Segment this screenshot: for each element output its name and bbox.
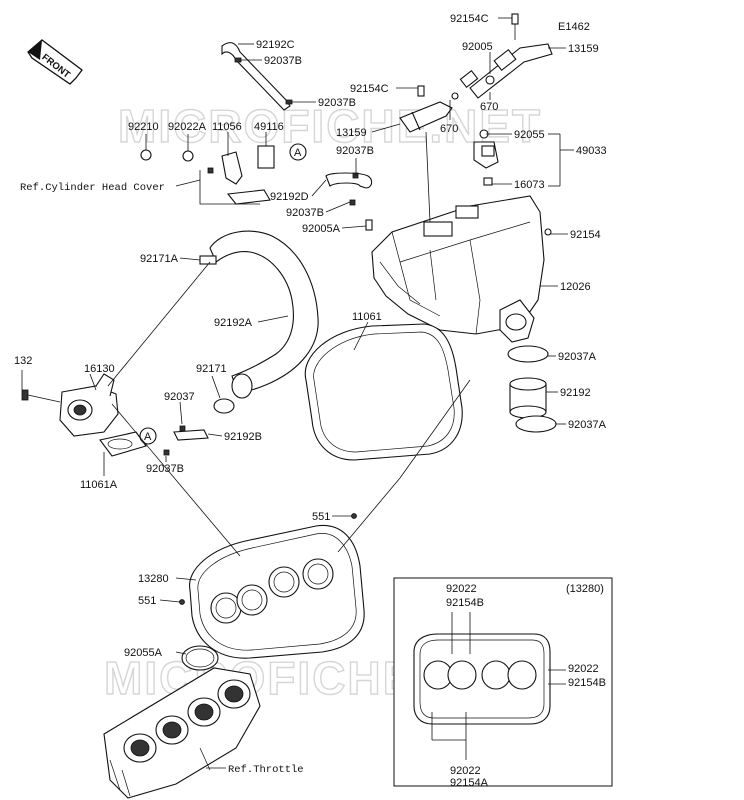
label-551-b: 551	[138, 595, 156, 607]
label-92022A: 92022A	[168, 121, 207, 133]
callout-labels: 92154C 13159 92005 670 92154C 670 13159 …	[14, 13, 607, 789]
front-arrow-icon: FRONT	[27, 39, 83, 85]
label-92037A-b: 92037A	[568, 419, 607, 431]
label-16073: 16073	[514, 179, 545, 191]
label-92192D: 92192D	[270, 191, 309, 203]
clip-92037B-d	[349, 199, 356, 206]
label-49033: 49033	[576, 145, 607, 157]
label-92171: 92171	[196, 363, 227, 375]
label-13280: 13280	[138, 573, 169, 585]
adapter-16130	[21, 373, 147, 457]
label-670-b: 670	[440, 123, 458, 135]
inset-label-bot-b: 92154A	[450, 777, 489, 789]
label-92154C-top: 92154C	[450, 13, 489, 25]
inset-label-bot-a: 92022	[450, 765, 481, 777]
air-cleaner-housing	[371, 195, 552, 343]
clamp-92037A-b	[515, 415, 557, 433]
label-132: 132	[14, 355, 32, 367]
inset-label-right-b: 92154B	[568, 677, 606, 689]
hose-end	[231, 373, 253, 399]
label-92037B-b: 92037B	[318, 97, 356, 109]
label-92055: 92055	[514, 129, 545, 141]
label-92192A: 92192A	[214, 317, 253, 329]
diagram-id: E1462	[558, 21, 590, 33]
label-11061: 11061	[352, 311, 382, 323]
hose-92192B	[173, 429, 209, 441]
inset-label-top-b: 92154B	[446, 597, 484, 609]
circle-marker-a2: A	[144, 431, 152, 443]
fuel-pipe-assembly	[399, 13, 553, 133]
label-ref-throttle: Ref.Throttle	[228, 764, 304, 776]
label-92037B-e: 92037B	[146, 463, 184, 475]
hose-92192D	[325, 172, 373, 189]
label-92037B-a: 92037B	[264, 55, 302, 67]
label-16130: 16130	[84, 363, 115, 375]
label-92055A: 92055A	[124, 647, 163, 659]
reed-valve-assembly	[140, 143, 307, 205]
inset-title: (13280)	[566, 583, 604, 595]
oring-92055A	[181, 645, 219, 671]
label-92171A: 92171A	[140, 253, 179, 265]
inset-gasket	[413, 633, 551, 725]
label-670-a: 670	[480, 101, 498, 113]
label-92210: 92210	[128, 121, 159, 133]
leader-lines	[21, 17, 574, 769]
inset-label-right-a: 92022	[568, 663, 599, 675]
sensor-49033	[473, 129, 499, 186]
label-92037B-c: 92037B	[336, 145, 374, 157]
label-11061A: 11061A	[80, 479, 118, 491]
label-92192: 92192	[560, 387, 591, 399]
label-12026: 12026	[560, 281, 591, 293]
label-92154: 92154	[570, 229, 601, 241]
label-49116: 49116	[254, 121, 284, 133]
label-11056: 11056	[212, 121, 242, 133]
label-92154C-mid: 92154C	[350, 83, 389, 95]
label-13159-top: 13159	[568, 43, 599, 55]
gasket-11061	[304, 323, 463, 461]
label-92037A-a: 92037A	[558, 351, 597, 363]
label-551-a: 551	[312, 511, 330, 523]
clip-92037B-c	[352, 172, 359, 179]
label-ref-cylinder: Ref.Cylinder Head Cover	[20, 182, 165, 194]
clamp-92037A-a	[507, 345, 549, 363]
gasket-ports	[210, 558, 334, 624]
label-92037B-d: 92037B	[286, 207, 324, 219]
label-13159-mid: 13159	[336, 127, 367, 139]
fitting-92171A	[199, 255, 217, 265]
label-92037: 92037	[164, 391, 195, 403]
fitting-92005A	[365, 219, 373, 231]
label-92192C: 92192C	[256, 39, 295, 51]
throttle-body	[103, 667, 261, 799]
label-92005-top: 92005	[462, 41, 493, 53]
circle-marker-a1: A	[294, 147, 302, 159]
inset-label-top-a: 92022	[446, 583, 477, 595]
clip-92037B-b	[285, 99, 293, 105]
label-92005A: 92005A	[302, 223, 341, 235]
label-92192B: 92192B	[224, 431, 262, 443]
clamp-92171	[213, 398, 235, 414]
